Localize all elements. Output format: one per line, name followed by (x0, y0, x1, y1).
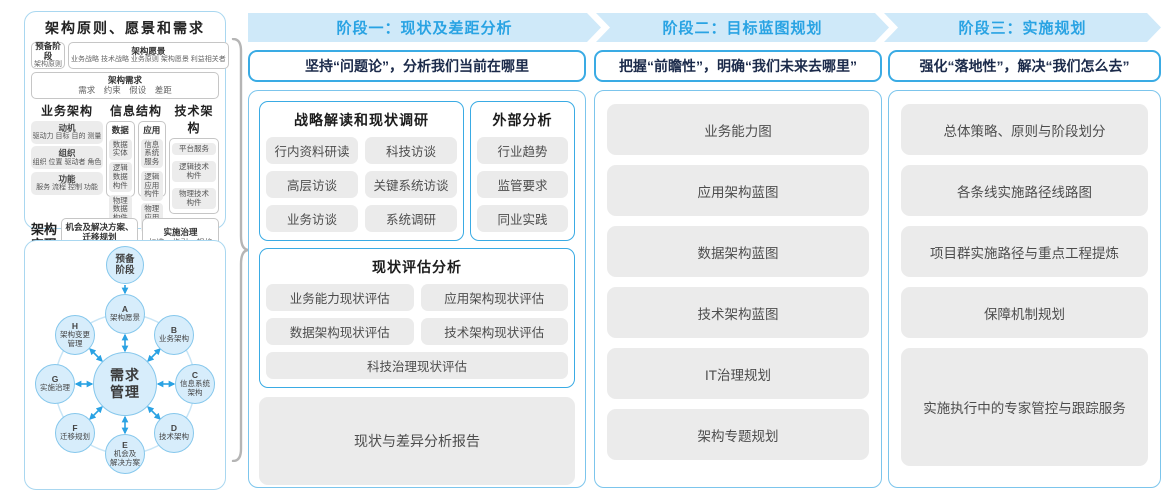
business-architecture-column: 业务架构 动机 驱动力 目标 目的 测量 组织 组织 位置 驱动者 角色 功能 … (31, 102, 103, 197)
architecture-requirements-box: 架构需求 需求 约束 假设 差距 (31, 72, 219, 99)
framework-row-vision: 预备阶段 架构原则 架构愿景 业务战略 技术战略 业务原则 架构愿景 利益相关者 (31, 40, 229, 69)
arrow-center-d (147, 406, 161, 420)
application-subcolumn: 应用 信息系统 服务 逻辑应用 构件 物理应用 构件 (137, 121, 166, 234)
phase3-header-band: 阶段三：实施规划 (884, 13, 1161, 42)
motivation-box: 动机 驱动力 目标 目的 测量 (31, 121, 103, 144)
item-box: 科技治理现状评估 (266, 352, 568, 379)
strategy-research-box: 战略解读和现状调研 行内资料研读 科技访谈 高层访谈 关键系统访谈 业务访谈 系… (259, 101, 465, 241)
arrow-center-b (147, 348, 161, 362)
phase3-subtitle: 强化“落地性”，解决“我们怎么去” (888, 50, 1161, 82)
item-box: 数据架构现状评估 (266, 318, 414, 345)
item-box: 监管要求 (477, 171, 568, 198)
phase1-panel: 战略解读和现状调研 行内资料研读 科技访谈 高层访谈 关键系统访谈 业务访谈 系… (248, 90, 586, 488)
item-box: 业务能力图 (607, 104, 869, 155)
organization-box: 组织 组织 位置 驱动者 角色 (31, 146, 103, 170)
arrow-center-h (89, 348, 103, 362)
architecture-vision-title: 架构愿景 (131, 46, 166, 57)
technology-architecture-heading: 技术架构 (174, 104, 214, 135)
item-box: 科技访谈 (365, 137, 458, 164)
architecture-vision-box: 架构愿景 业务战略 技术战略 业务原则 架构愿景 利益相关者 (68, 42, 229, 69)
item-box: 关键系统访谈 (365, 171, 458, 198)
item-box: 业务访谈 (266, 205, 359, 232)
phase1-subtitle: 坚持“问题论”，分析我们当前在哪里 (248, 50, 586, 82)
item-box: 逻辑应用 构件 (140, 170, 163, 201)
item-box: 业务能力现状评估 (266, 284, 414, 311)
item-box: 数据实体 (109, 138, 132, 160)
phase2-subtitle: 把握“前瞻性”，明确“我们未来去哪里” (594, 50, 882, 82)
architecture-requirements-items: 需求 约束 假设 差距 (78, 85, 172, 96)
function-box: 功能 服务 流程 控制 功能 (31, 171, 103, 195)
arrow-center-f (89, 406, 103, 420)
item-box: 数据架构蓝图 (607, 226, 869, 277)
item-box: 逻辑技术 构件 (172, 161, 216, 183)
phase1-header-band: 阶段一：现状及差距分析 (248, 13, 601, 42)
phase2-header-band: 阶段二：目标蓝图规划 (596, 13, 889, 42)
business-architecture-heading: 业务架构 (40, 104, 93, 118)
item-box: 物理数据 构件 (109, 194, 132, 225)
data-subcolumn: 数据 数据实体 逻辑数据 构件 物理数据 构件 (106, 121, 135, 225)
phase3-panel: 总体策略、原则与阶段划分 各条线实施路径线路图 项目群实施路径与重点工程提炼 保… (888, 90, 1161, 488)
assessment-box: 现状评估分析 业务能力现状评估 应用架构现状评估 数据架构现状评估 技术架构现状… (259, 248, 575, 388)
framework-title: 架构原则、愿景和需求 (45, 20, 205, 36)
phase3-header-label: 阶段三：实施规划 (958, 20, 1087, 37)
prep-phase-item: 架构原则 (34, 61, 62, 69)
item-box: 信息系统 服务 (140, 138, 163, 169)
phase2-panel: 业务能力图 应用架构蓝图 数据架构蓝图 技术架构蓝图 IT治理规划 架构专题规划 (594, 90, 882, 488)
adm-arrows (74, 285, 176, 435)
item-box: 行业趋势 (477, 137, 568, 164)
item-box: 应用架构现状评估 (420, 284, 568, 311)
architecture-vision-items: 业务战略 技术战略 业务原则 架构愿景 利益相关者 (71, 56, 226, 64)
item-box: 技术架构现状评估 (420, 318, 568, 345)
item-box: 高层访谈 (266, 171, 359, 198)
phase1-header-label: 阶段一：现状及差距分析 (336, 20, 513, 37)
item-box: 各条线实施路径线路图 (901, 165, 1148, 216)
item-box: 应用架构蓝图 (607, 165, 869, 216)
architecture-requirements-title: 架构需求 (107, 75, 142, 86)
prep-phase-title: 预备阶段 (35, 40, 61, 62)
item-box: 实施执行中的专家管控与跟踪服务 (901, 348, 1148, 466)
item-box: 平台服务 (172, 142, 216, 156)
item-box: 系统调研 (365, 205, 458, 232)
gap-report-box: 现状与差异分析报告 (259, 397, 575, 485)
item-box: 总体策略、原则与阶段划分 (901, 104, 1148, 155)
framework-panel: 架构原则、愿景和需求 预备阶段 架构原则 架构愿景 业务战略 技术战略 业务原则… (24, 11, 229, 258)
adm-prep-circle: 预备 阶段 (106, 246, 144, 284)
framework-row-requirements: 架构需求 需求 约束 假设 差距 (31, 72, 219, 99)
item-box: 架构专题规划 (607, 409, 869, 460)
framework-columns: 业务架构 动机 驱动力 目标 目的 测量 组织 组织 位置 驱动者 角色 功能 … (31, 102, 219, 234)
item-box: 物理技术 构件 (172, 188, 216, 210)
technology-architecture-column: 技术架构 平台服务 逻辑技术 构件 物理技术 构件 (169, 102, 219, 214)
external-analysis-box: 外部分析 行业趋势 监管要求 同业实践 (470, 101, 575, 241)
item-box: 行内资料研读 (266, 137, 359, 164)
phase2-header-label: 阶段二：目标蓝图规划 (662, 20, 823, 37)
information-structure-heading: 信息结构 (109, 104, 162, 118)
item-box: 技术架构蓝图 (607, 287, 869, 338)
item-box: 项目群实施路径与重点工程提炼 (901, 226, 1148, 277)
item-box: 逻辑数据 构件 (109, 162, 132, 193)
item-box: 同业实践 (477, 205, 568, 232)
item-box: IT治理规划 (607, 348, 869, 399)
technology-box: 平台服务 逻辑技术 构件 物理技术 构件 (169, 138, 219, 214)
prep-phase-box: 预备阶段 架构原则 (31, 40, 65, 69)
adm-center-circle: 需求 管理 (93, 352, 157, 416)
information-structure-column: 信息结构 数据 数据实体 逻辑数据 构件 物理数据 构件 应用 信息系统 服务 … (106, 102, 166, 234)
item-box: 保障机制规划 (901, 287, 1148, 338)
